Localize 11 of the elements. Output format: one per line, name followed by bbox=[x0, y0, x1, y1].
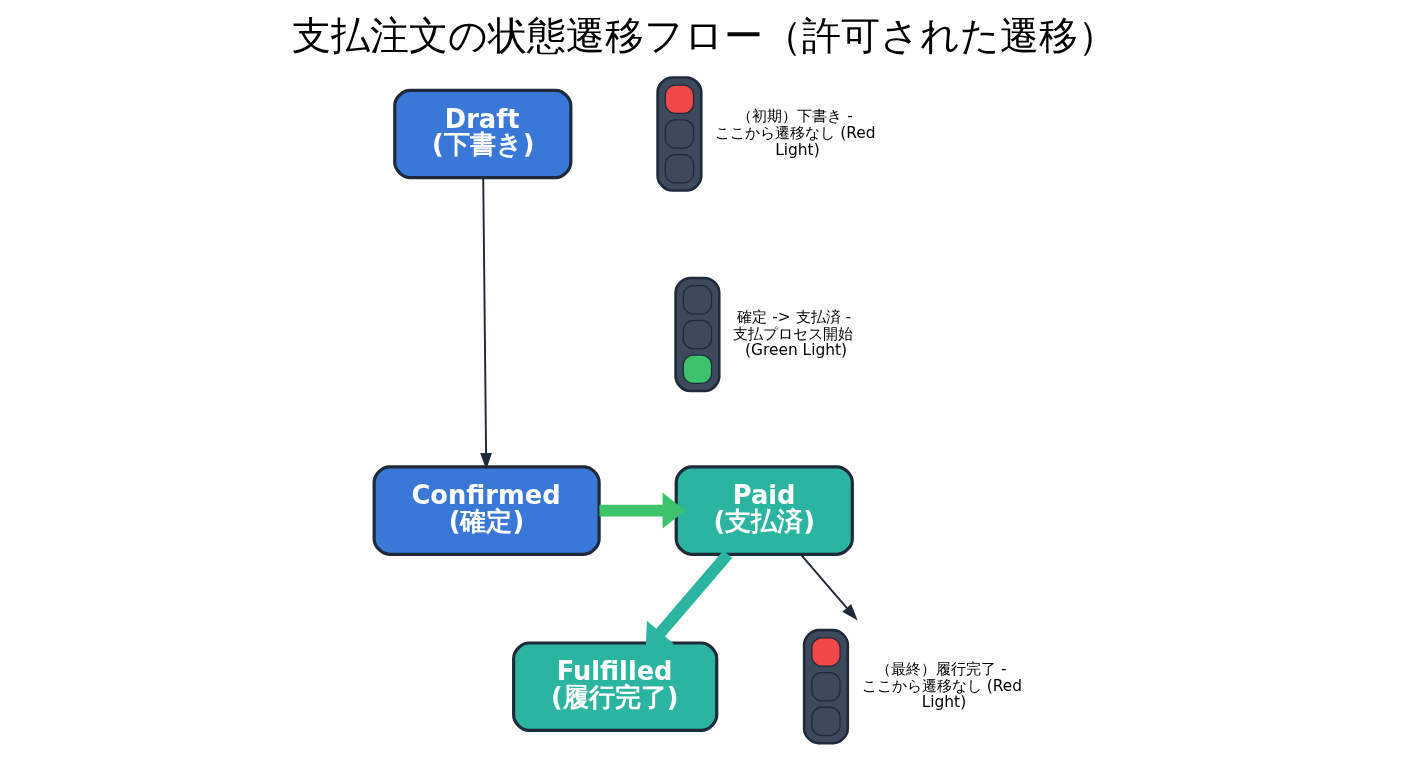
diagram-title: 支払注文の状態遷移フロー（許可された遷移） bbox=[291, 13, 1117, 59]
arrow bbox=[598, 492, 685, 529]
arrow bbox=[799, 553, 858, 621]
node-box: Paid (支払済) bbox=[674, 465, 854, 556]
node-box: Draft (下書き) bbox=[392, 88, 572, 180]
arrow bbox=[479, 176, 492, 470]
node-box: Confirmed (確定) bbox=[372, 465, 601, 556]
node-label: 確定 -> 支払済 - 支払プロセス開始 (Green Light) bbox=[732, 307, 853, 360]
node-label: （最終）履行完了 - ここから遷移なし (Red Light) bbox=[861, 659, 1022, 712]
node-label: （初期）下書き - ここから遷移なし (Red Light) bbox=[714, 107, 876, 159]
node-box: Fulfilled (履行完了) bbox=[511, 641, 718, 732]
